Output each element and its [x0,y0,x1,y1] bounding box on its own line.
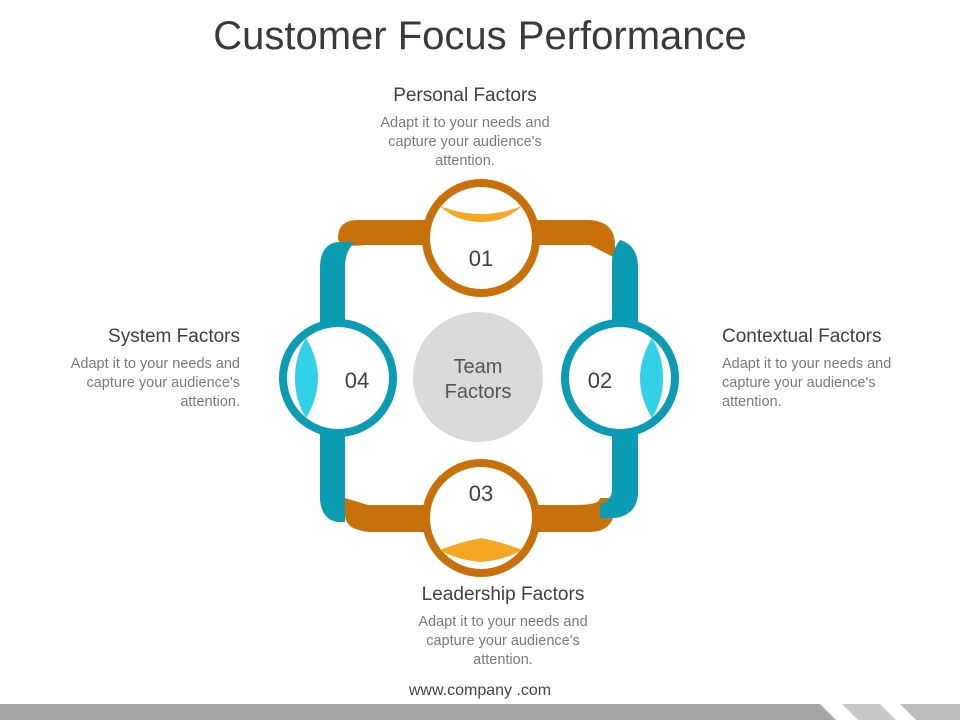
desc-line: attention. [722,394,782,410]
desc-line: Adapt it to your needs and [418,614,588,630]
factor-heading: Personal Factors [393,85,537,106]
desc-line: attention. [435,153,495,169]
node-number: 03 [469,481,493,506]
node-number: 02 [588,368,612,393]
desc-line: capture your audience's [86,375,240,391]
desc-line: attention. [180,394,240,410]
desc-line: Adapt it to your needs and [70,356,240,372]
desc-line: capture your audience's [722,375,876,391]
factor-heading: Contextual Factors [722,326,882,347]
center-node: Team Factors [413,312,543,442]
factor-heading: System Factors [108,326,240,347]
node-number: 01 [469,246,493,271]
center-label-line: Team [454,356,503,378]
footer-url: www.company .com [408,682,552,699]
factor-description: Adapt it to your needs and capture your … [10,355,240,412]
factor-contextual: Contextual Factors Adapt it to your need… [722,325,952,412]
factor-personal: Personal Factors Adapt it to your needs … [350,84,580,171]
factor-system: System Factors Adapt it to your needs an… [10,325,240,412]
factor-description: Adapt it to your needs and capture your … [388,613,618,670]
center-label-line: Factors [445,381,512,403]
node-01: 01 [422,179,540,297]
node-number: 04 [345,368,369,393]
factor-description: Adapt it to your needs and capture your … [350,114,580,171]
page-title: Customer Focus Performance [213,14,747,58]
node-04: 04 [279,319,397,437]
desc-line: Adapt it to your needs and [722,356,892,372]
node-02: 02 [561,319,679,437]
factor-heading: Leadership Factors [421,584,585,605]
bottom-decoration-bar [0,704,960,720]
desc-line: attention. [473,652,533,668]
factor-leadership: Leadership Factors Adapt it to your need… [388,583,618,670]
desc-line: capture your audience's [388,134,542,150]
desc-line: Adapt it to your needs and [380,115,550,131]
desc-line: capture your audience's [426,633,580,649]
factor-description: Adapt it to your needs and capture your … [722,355,952,412]
node-03: 03 [422,459,540,577]
